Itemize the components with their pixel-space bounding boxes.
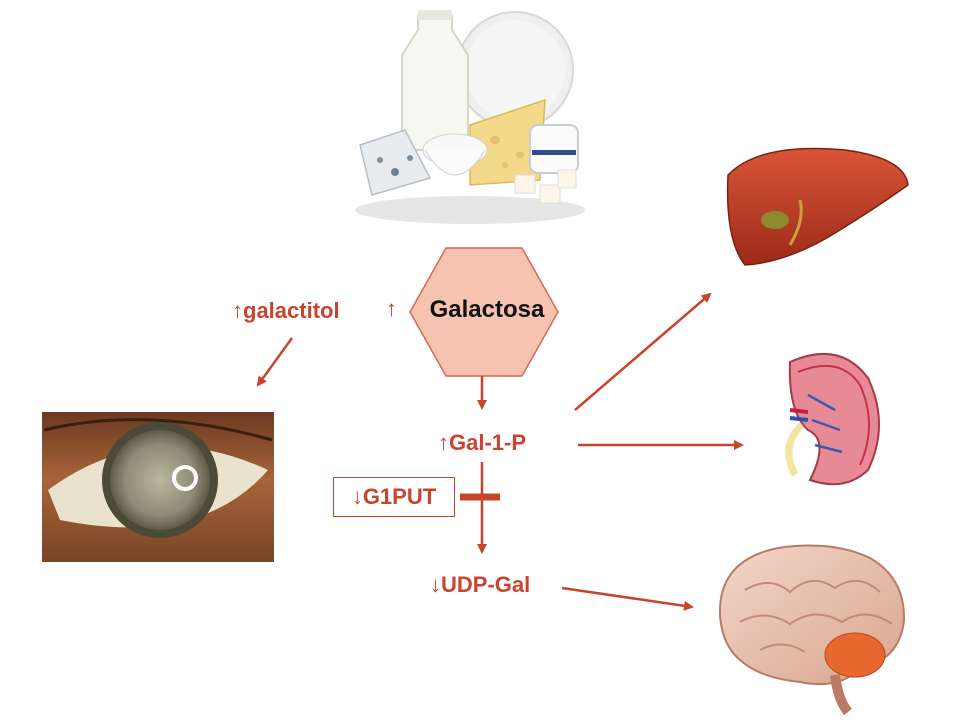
udpgal-label: ↓UDP-Gal <box>430 572 531 597</box>
galactitol-label: ↑galactitol <box>232 298 340 323</box>
brain-illustration <box>718 544 906 716</box>
galactosa-label: Galactosa <box>429 296 545 323</box>
g1put-enzyme-box: ↓G1PUT <box>333 477 455 517</box>
arrow-galactitol-to-eye <box>256 337 294 387</box>
galactosa-hexagon <box>409 247 559 377</box>
galactosa-increase-marker: ↑ <box>386 296 397 321</box>
arrow-gal1p-to-liver <box>574 292 712 411</box>
gal1p-label: ↑Gal-1-P <box>438 430 527 455</box>
kidney-illustration <box>785 353 880 486</box>
liver-illustration <box>726 147 909 266</box>
dairy-products-illustration <box>355 10 585 224</box>
arrow-udpgal-to-brain <box>561 586 694 611</box>
cataract-eye-photo <box>42 412 274 562</box>
